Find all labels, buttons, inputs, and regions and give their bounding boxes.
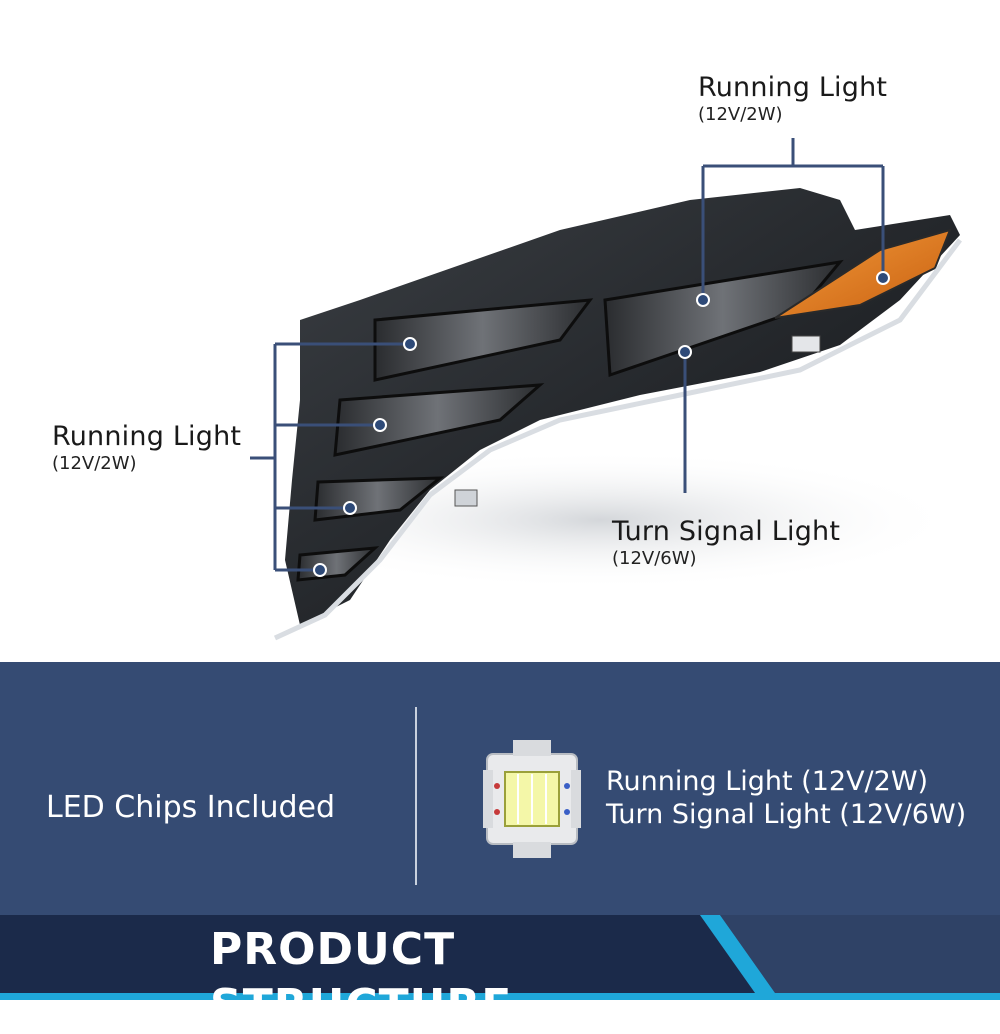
- panel-divider: [415, 707, 417, 885]
- chip-spec-turn-signal: Turn Signal Light (12V/6W): [606, 799, 967, 830]
- chip-spec-running: Running Light (12V/2W): [606, 766, 929, 797]
- chip-spec-list: Running Light (12V/2W) Turn Signal Light…: [606, 765, 966, 831]
- callout-running-light-left: Running Light (12V/2W): [52, 421, 241, 475]
- amber-reflector: [774, 228, 952, 319]
- callout-spec: (12V/6W): [612, 548, 697, 569]
- banner-title: PRODUCT STRUCTURE: [210, 924, 513, 1031]
- callout-dots: [313, 271, 890, 577]
- mounting-bracket: [454, 489, 478, 507]
- callout-lines: [250, 138, 885, 572]
- headlight-illustration: [240, 138, 962, 641]
- bottom-banner: [0, 915, 1000, 1000]
- product-image-area: Running Light (12V/2W) Running Light (12…: [52, 72, 962, 641]
- callout-running-light-top: Running Light (12V/2W): [698, 72, 887, 126]
- led-chip-icon: [483, 740, 581, 858]
- adjuster-plate: [791, 335, 821, 353]
- chrome-trim: [273, 238, 962, 641]
- callout-spec: (12V/2W): [698, 104, 783, 125]
- upper-running-lens: [373, 298, 594, 382]
- callout-title: Running Light: [52, 421, 242, 452]
- middle-running-lens: [333, 383, 545, 457]
- callout-title: Running Light: [698, 72, 888, 103]
- callout-spec: (12V/2W): [52, 453, 137, 474]
- callout-turn-signal: Turn Signal Light (12V/6W): [612, 516, 840, 570]
- led-chips-label: LED Chips Included: [46, 790, 336, 825]
- callout-title: Turn Signal Light: [612, 516, 841, 547]
